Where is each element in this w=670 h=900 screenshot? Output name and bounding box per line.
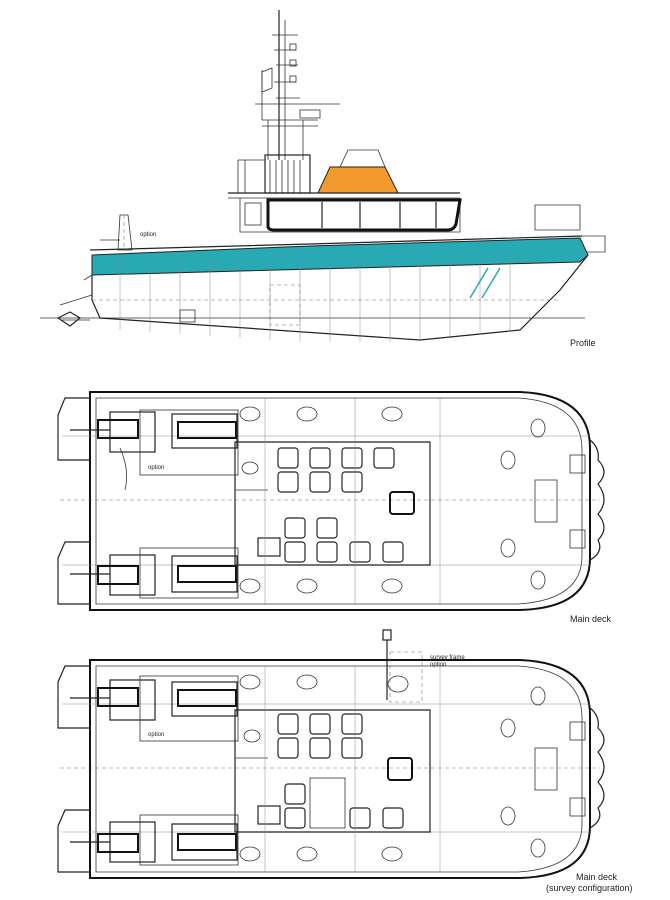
wheelhouse-roof: [317, 166, 399, 194]
deck-option-label: option: [148, 465, 164, 471]
main-deck-label: Main deck: [570, 614, 612, 624]
survey-deck-fittings: [239, 674, 546, 862]
hull: [56, 235, 589, 342]
survey-frame: [382, 629, 423, 703]
survey-seat-group: [277, 713, 413, 829]
deck-hull-outline: [89, 391, 591, 611]
seat-group: [277, 447, 415, 563]
survey-deck-view: option survey frame option: [57, 629, 633, 893]
survey-engine-starboard: [70, 821, 238, 863]
crane: [100, 214, 133, 251]
survey-cabin: [234, 709, 431, 833]
superstructure: [228, 149, 606, 253]
cabin: [234, 441, 431, 566]
deck-fittings: [239, 406, 546, 594]
engine-starboard: [70, 554, 238, 596]
survey-hull-outline: [89, 659, 591, 879]
wheelhouse-windows: [266, 198, 462, 232]
profile-view: option: [40, 10, 606, 348]
profile-label: Profile: [570, 338, 596, 348]
survey-deck-sublabel: (survey configuration): [546, 883, 633, 893]
survey-table: [309, 777, 346, 829]
propeller: [56, 311, 82, 327]
profile-option-label: option: [140, 232, 156, 238]
survey-deck-label: Main deck: [576, 872, 618, 882]
survey-engine-port: [70, 679, 238, 721]
survey-frame-label-2: option: [430, 662, 446, 668]
main-deck-view: option: [57, 391, 612, 624]
mast: [255, 10, 340, 160]
survey-option-label: option: [148, 732, 164, 738]
flag: [261, 67, 273, 93]
survey-frame-label-1: survey frame: [430, 655, 465, 661]
engine-port: [70, 411, 238, 453]
